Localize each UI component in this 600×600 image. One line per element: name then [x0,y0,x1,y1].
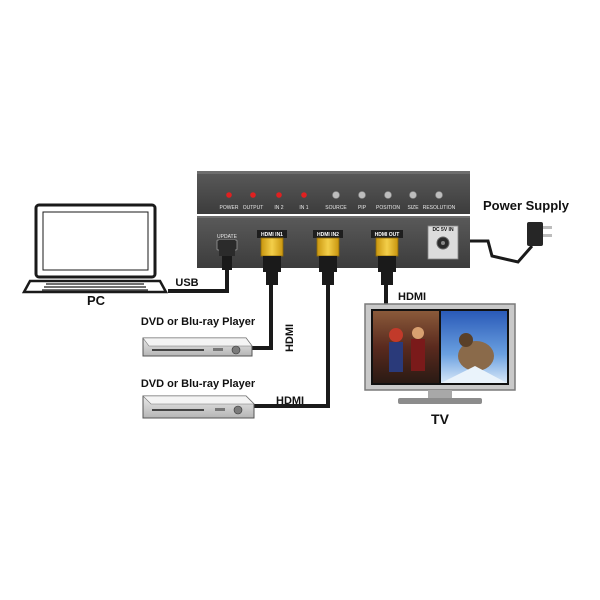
pc-label: PC [87,293,106,308]
source-button[interactable] [332,191,340,199]
tv-icon [364,303,516,404]
update-label: UPDATE [217,234,238,240]
hdmi-in1-cable [252,285,273,350]
hdmi-out-port-label: HDMI OUT [375,232,400,238]
position-button[interactable] [384,191,392,199]
usb-label: USB [175,277,198,289]
hdmi-in2-port-label: HDMI IN2 [317,232,339,238]
hdmi-out-cable-label: HDMI [398,291,426,303]
hdmi-in1-port-label: HDMI IN1 [261,232,283,238]
cables [168,239,534,408]
button-label: SOURCE [325,205,347,211]
power-adapter-icon [527,222,552,246]
hdmi-in2-cable [254,285,330,408]
dc-in-port[interactable]: DC 5V IN [427,225,459,260]
button-label: SIZE [407,205,419,211]
led-label: OUTPUT [243,205,264,211]
device-front-panel: POWER OUTPUT IN 2 IN 1 SOURCE PIP POSITION SIZ… [197,171,470,214]
usb-cable [168,270,229,293]
led-in-1-indicator [301,192,307,198]
led-power-indicator [226,192,232,198]
button-label: POSITION [376,205,400,211]
power-supply-label: Power Supply [483,198,570,213]
dvd-player-2-label: DVD or Blu-ray Player [141,378,256,390]
dc-in-label: DC 5V IN [432,227,454,233]
led-output-indicator [250,192,256,198]
button-label: PIP [358,205,367,211]
led-in-2-indicator [276,192,282,198]
dvd-player-2-icon [142,395,255,419]
hdmi-in1-connector [260,237,284,285]
led-label: IN 2 [274,205,283,211]
hdmi-in2-cable-label: HDMI [276,395,304,407]
dvd-player-1-icon [142,337,253,357]
size-button[interactable] [409,191,417,199]
hdmi-in1-cable-label: HDMI [284,324,296,352]
resolution-button[interactable] [435,191,443,199]
dvd-player-1-label: DVD or Blu-ray Player [141,316,256,328]
power-cable [459,239,534,264]
hdmi-in2-connector [316,237,340,285]
led-label: IN 1 [299,205,308,211]
laptop-icon [21,203,169,294]
button-label: RESOLUTION [423,205,456,211]
usb-connector [219,240,235,270]
led-label: POWER [220,205,239,211]
pip-button[interactable] [358,191,366,199]
tv-label: TV [431,411,450,427]
hdmi-out-connector [375,237,399,285]
